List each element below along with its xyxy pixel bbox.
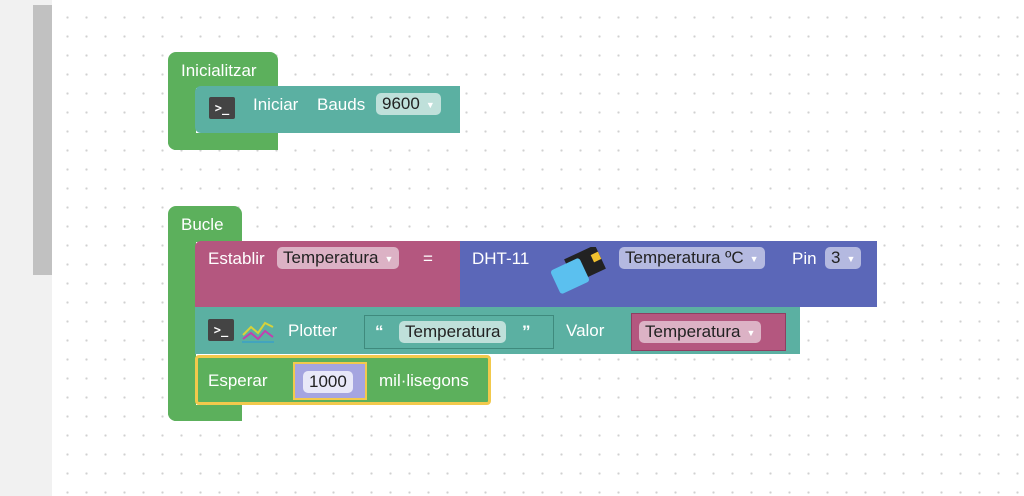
- dropdown-arrow-icon: ▼: [749, 253, 759, 264]
- dropdown-arrow-icon: ▼: [384, 253, 394, 264]
- ms-field[interactable]: 1000: [303, 371, 353, 393]
- bauds-label: Bauds: [317, 95, 366, 114]
- open-quote: “: [375, 322, 384, 341]
- loop-block[interactable]: [168, 206, 242, 242]
- pin-value: 3: [831, 248, 841, 267]
- number-block[interactable]: 1000: [293, 362, 367, 400]
- variable-get-block[interactable]: Temperatura ▼: [631, 313, 786, 351]
- ms-unit-label: mil·lisegons: [379, 371, 469, 390]
- dropdown-arrow-icon: ▼: [846, 253, 856, 264]
- setup-block[interactable]: [168, 52, 278, 88]
- setup-block-foot: [168, 133, 278, 150]
- vertical-scrollbar[interactable]: [33, 5, 52, 275]
- variable-value: Temperatura: [283, 248, 379, 267]
- plotter-block[interactable]: >_ Plotter “ Temperatura ” Valor Tempera…: [195, 307, 800, 354]
- pin-label: Pin: [792, 249, 817, 268]
- variable-value: Temperatura: [645, 322, 741, 341]
- close-quote: ”: [522, 322, 531, 341]
- loop-block-arm: [168, 240, 196, 421]
- serial-begin-block[interactable]: >_ Iniciar Bauds 9600 ▼: [195, 86, 460, 133]
- dropdown-arrow-icon: ▼: [746, 327, 756, 338]
- loop-title: Bucle: [181, 215, 224, 234]
- text-field[interactable]: Temperatura: [399, 321, 507, 343]
- baud-value: 9600: [382, 94, 420, 113]
- plotter-label: Plotter: [288, 321, 338, 340]
- dropdown-arrow-icon: ▼: [425, 99, 435, 110]
- establir-label: Establir: [208, 249, 265, 268]
- plot-chart-icon: [242, 321, 274, 343]
- esperar-label: Esperar: [208, 371, 268, 390]
- variable-dropdown[interactable]: Temperatura ▼: [277, 247, 400, 269]
- variable-dropdown[interactable]: Temperatura ▼: [639, 321, 762, 343]
- iniciar-label: Iniciar: [253, 95, 299, 114]
- valor-label: Valor: [566, 321, 605, 340]
- wait-block[interactable]: Esperar 1000 mil·lisegons: [195, 355, 491, 405]
- pin-dropdown[interactable]: 3▼: [825, 247, 862, 269]
- setup-title: Inicialitzar: [181, 61, 257, 80]
- baud-dropdown[interactable]: 9600 ▼: [376, 93, 441, 115]
- terminal-icon: >_: [209, 97, 235, 119]
- dht11-sensor-icon: [550, 247, 606, 294]
- equals-label: =: [423, 249, 433, 268]
- text-block[interactable]: “ Temperatura ”: [364, 315, 554, 349]
- measure-dropdown[interactable]: Temperatura ºC ▼: [619, 247, 765, 269]
- loop-block-foot: [168, 405, 242, 421]
- measure-value: Temperatura ºC: [625, 248, 744, 267]
- dht11-block[interactable]: DHT-11 Temperatura ºC▼ Pin 3▼: [460, 241, 877, 307]
- terminal-icon: >_: [208, 319, 234, 341]
- set-variable-block[interactable]: Establir Temperatura ▼ =: [195, 241, 460, 307]
- dht11-label: DHT-11: [472, 249, 530, 268]
